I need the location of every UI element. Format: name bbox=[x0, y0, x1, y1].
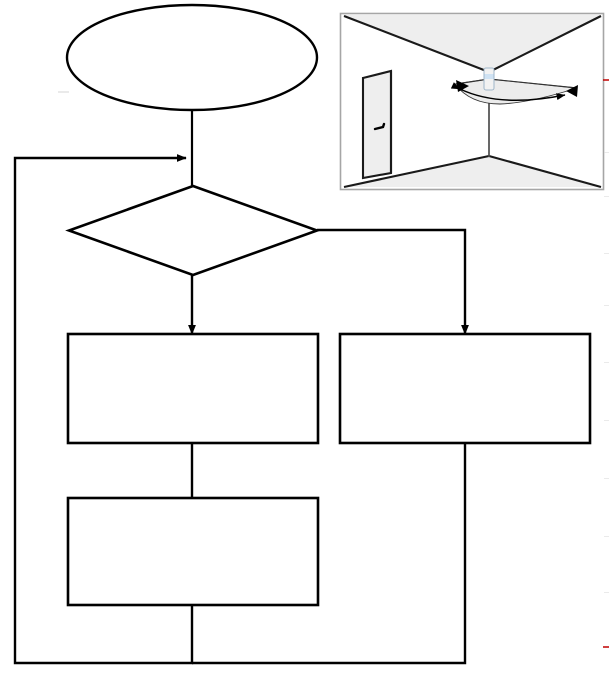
motion-sensor[interactable] bbox=[483, 67, 495, 91]
room-floor bbox=[344, 156, 601, 187]
edge-line bbox=[317, 228, 469, 335]
room-ceiling-edge-right bbox=[488, 15, 602, 73]
process-3-box-shape[interactable] bbox=[66, 496, 320, 607]
door[interactable] bbox=[361, 69, 393, 180]
illustration-frame bbox=[339, 12, 605, 191]
faint-mark-right-margin-1 bbox=[604, 152, 609, 153]
faint-mark-right-margin-red-2 bbox=[603, 646, 609, 648]
detection-arrow-right bbox=[566, 85, 578, 97]
door-panel[interactable] bbox=[361, 69, 393, 180]
room-floor-edge-left bbox=[343, 154, 490, 189]
flow-node-start[interactable] bbox=[65, 3, 319, 112]
start-ellipse-shape[interactable] bbox=[65, 3, 319, 112]
faint-mark-right-margin-2 bbox=[604, 196, 609, 197]
room-ceiling-edge-left bbox=[343, 15, 490, 73]
faint-mark-left-of-ellipse bbox=[58, 91, 69, 93]
faint-mark-right-margin-8 bbox=[604, 536, 609, 537]
edge-line bbox=[13, 154, 194, 665]
edge-line bbox=[192, 443, 467, 665]
flow-node-process-3[interactable] bbox=[66, 496, 320, 607]
faint-mark-right-margin-red bbox=[603, 79, 609, 81]
flow-node-decision[interactable] bbox=[65, 184, 321, 277]
flow-node-process-1[interactable] bbox=[66, 332, 320, 445]
motion-sensor-lens bbox=[484, 74, 494, 79]
edge-process-3-loop-back bbox=[13, 154, 194, 665]
room-ceiling-fill bbox=[344, 16, 601, 72]
process-2-box-shape[interactable] bbox=[338, 332, 592, 445]
room-floor-edge-right bbox=[488, 154, 602, 189]
detection-sweep-arc bbox=[450, 82, 566, 101]
faint-mark-right-margin-7 bbox=[604, 478, 609, 479]
edge-process-2-join-loop bbox=[192, 443, 467, 665]
decision-diamond-shape[interactable] bbox=[65, 184, 321, 277]
door-handle bbox=[373, 122, 386, 131]
detection-arrow-left bbox=[456, 80, 469, 92]
faint-mark-right-margin-5 bbox=[604, 362, 609, 363]
flow-node-process-2[interactable] bbox=[338, 332, 592, 445]
faint-mark-right-margin-4 bbox=[604, 305, 609, 306]
process-1-box-shape[interactable] bbox=[66, 332, 320, 445]
faint-mark-right-margin-9 bbox=[604, 592, 609, 593]
edge-decision-to-process-2 bbox=[317, 228, 469, 335]
faint-mark-right-margin-3 bbox=[604, 253, 609, 254]
faint-mark-right-margin-6 bbox=[604, 420, 609, 421]
